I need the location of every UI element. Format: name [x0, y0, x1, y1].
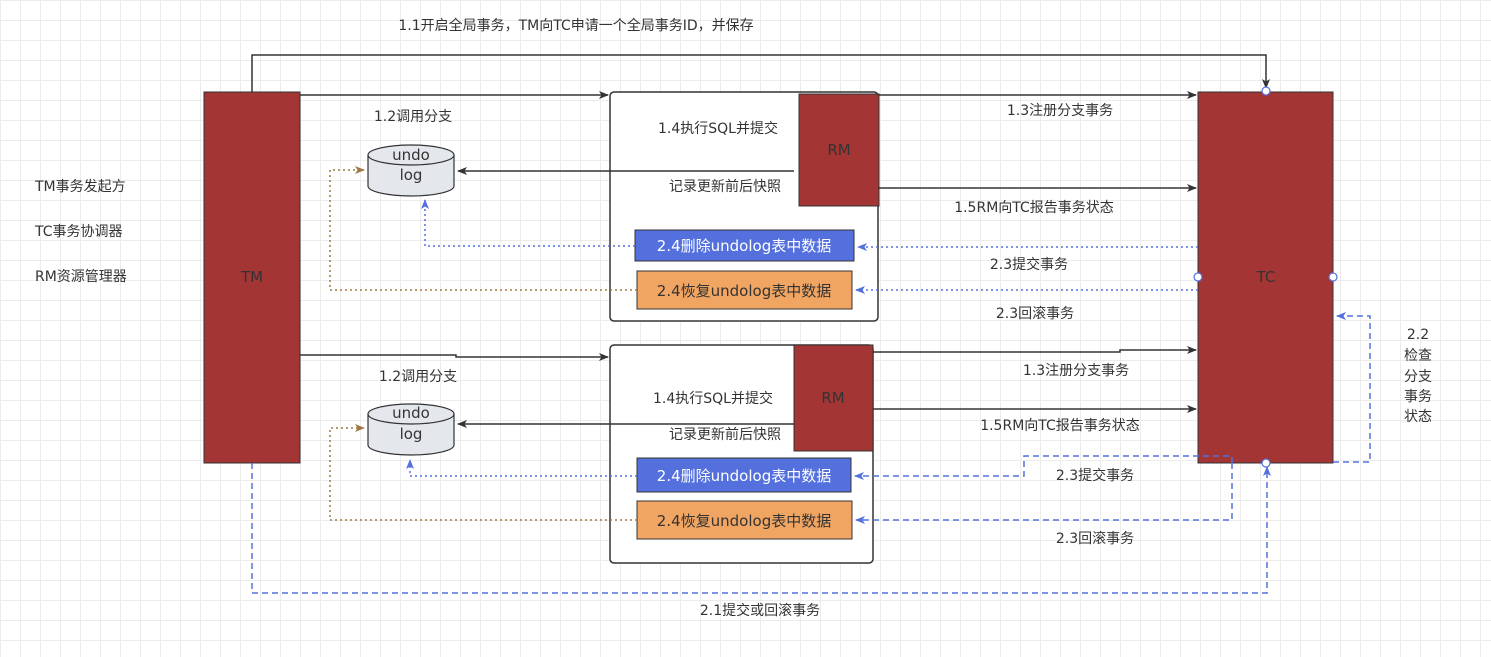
- edge-restore-undolog-2: [329, 424, 637, 521]
- label-register-1: 1.3注册分支事务: [1007, 103, 1113, 119]
- undo-log-2-line2: log: [400, 425, 423, 443]
- label-rollback-2: 2.3回滚事务: [1056, 530, 1134, 547]
- tc-port-bottom: [1261, 458, 1271, 468]
- edge-rollback-2: [855, 463, 1233, 524]
- undo-log-2: undo log: [367, 403, 455, 456]
- label-commit-2: 2.3提交事务: [1056, 467, 1134, 484]
- label-check-line2: 检查: [1404, 348, 1432, 364]
- edge-delete-undolog-1: [421, 199, 635, 247]
- restore-undolog-label-1: 2.4恢复undolog表中数据: [657, 282, 831, 300]
- rm-node-2: [793, 344, 874, 452]
- delete-undolog-box-1: [634, 229, 855, 262]
- legend-tc: TC事务协调器: [34, 224, 123, 240]
- tc-port-right: [1328, 272, 1338, 282]
- edge-check-branch: [1333, 312, 1371, 463]
- legend-rm: RM资源管理器: [35, 269, 127, 285]
- label-call-branch-1: 1.2调用分支: [374, 109, 452, 125]
- rm-label-2: RM: [821, 389, 844, 407]
- label-snapshot-2: 记录更新前后快照: [669, 426, 781, 443]
- label-report-2: 1.5RM向TC报告事务状态: [980, 418, 1140, 434]
- undo-log-1: undo log: [367, 144, 455, 197]
- tc-label: TC: [1256, 268, 1276, 286]
- tc-port-top: [1261, 86, 1271, 96]
- restore-undolog-label-2: 2.4恢复undolog表中数据: [657, 512, 831, 530]
- tc-port-left: [1193, 272, 1203, 282]
- undo-log-1-line2: log: [400, 166, 423, 184]
- edge-register-2: [873, 346, 1197, 354]
- label-global-tx: 1.1开启全局事务，TM向TC申请一个全局事务ID，并保存: [398, 17, 753, 34]
- restore-undolog-box-2: [636, 500, 853, 540]
- delete-undolog-label-2: 2.4删除undolog表中数据: [657, 467, 831, 485]
- label-exec-sql-2: 1.4执行SQL并提交: [653, 390, 773, 407]
- label-rollback-1: 2.3回滚事务: [996, 305, 1074, 322]
- restore-undolog-box-1: [636, 270, 853, 310]
- edge-global-tx: [251, 54, 1270, 92]
- label-check-line5: 状态: [1404, 409, 1432, 425]
- label-check-branch: 2.2 检查 分支 事务 状态: [1404, 327, 1432, 425]
- legend-tm: TM事务发起方: [34, 179, 126, 195]
- delete-undolog-label-1: 2.4删除undolog表中数据: [657, 237, 831, 255]
- label-check-line1: 2.2: [1407, 327, 1429, 343]
- label-commit-1: 2.3提交事务: [990, 256, 1068, 273]
- delete-undolog-box-2: [636, 457, 852, 493]
- rm-label-1: RM: [827, 141, 850, 159]
- rm-node-1: [798, 93, 880, 207]
- edge-commit-2: [854, 455, 1233, 480]
- label-report-1: 1.5RM向TC报告事务状态: [954, 200, 1114, 216]
- undo-log-2-line1: undo: [392, 404, 430, 422]
- label-check-line4: 事务: [1404, 389, 1432, 405]
- tm-label: TM: [240, 268, 263, 286]
- undo-log-1-line1: undo: [392, 146, 430, 164]
- edge-call-branch-2: [300, 353, 609, 361]
- edge-final-commit-rollback: [251, 463, 1271, 594]
- edge-restore-undolog-1: [329, 166, 637, 291]
- label-call-branch-2: 1.2调用分支: [379, 369, 457, 385]
- label-check-line3: 分支: [1404, 369, 1432, 385]
- label-exec-sql-1: 1.4执行SQL并提交: [658, 120, 778, 137]
- edge-delete-undolog-2: [406, 459, 637, 477]
- label-final: 2.1提交或回滚事务: [700, 602, 820, 619]
- label-register-2: 1.3注册分支事务: [1023, 363, 1129, 379]
- label-snapshot-1: 记录更新前后快照: [669, 178, 781, 195]
